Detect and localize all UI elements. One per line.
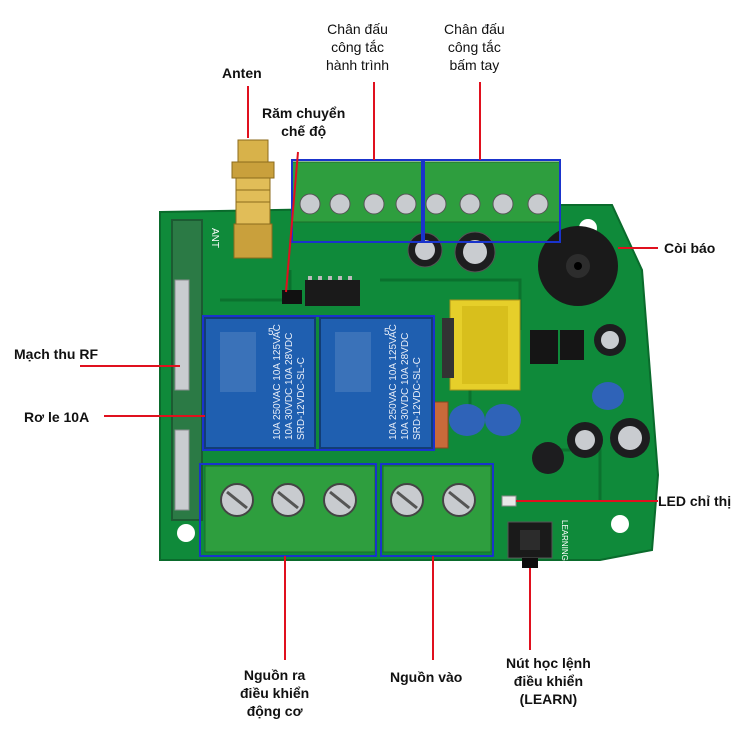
learning-silkscreen: LEARNING — [560, 520, 569, 561]
mount-hole — [611, 515, 629, 533]
label-push-button-line: bấm tay — [449, 57, 500, 73]
label-output-power-line: động cơ — [246, 703, 303, 719]
ceramic-capacitor — [449, 404, 485, 436]
label-buzzer: Còi báo — [664, 239, 715, 257]
label-push-button-line: công tắc — [447, 39, 501, 55]
label-push-button-line: Chân đấu — [444, 21, 505, 37]
label-rf-receiver: Mạch thu RF — [14, 345, 98, 363]
mount-hole — [177, 524, 195, 542]
label-learn-line: (LEARN) — [519, 691, 578, 707]
label-limit-switch-line: Chân đấu — [327, 21, 388, 37]
box-push-button — [423, 159, 561, 243]
label-learn-line: Nút học lệnh — [506, 655, 591, 671]
relay-1-pin: 5 — [268, 327, 274, 338]
antenna-connector — [231, 139, 275, 259]
label-rf-receiver-line: Mạch thu RF — [14, 346, 98, 362]
led — [501, 495, 517, 507]
regulator — [530, 330, 558, 364]
label-limit-switch-line: hành trình — [326, 57, 390, 73]
label-limit-switch-line: công tắc — [331, 39, 384, 55]
mode-jumper — [282, 290, 302, 304]
transformer — [442, 299, 521, 391]
relay-1 — [204, 317, 316, 449]
leader-mode-jumper — [285, 151, 299, 293]
ceramic-capacitor — [592, 382, 624, 410]
relay-2-pin: 5 — [384, 327, 390, 338]
label-mode-jumper-line: chế độ — [281, 123, 327, 139]
label-relay-line: Rơ le 10A — [24, 409, 90, 425]
label-input-power: Nguồn vào — [390, 668, 462, 686]
relay-2-rating-1: 10A 250VAC 10A 125VAC — [388, 324, 399, 440]
relay-2 — [319, 317, 433, 449]
relay-2-model: SRD-12VDC-SL-C — [412, 357, 423, 440]
label-antenna: Anten — [222, 64, 262, 82]
label-buzzer-line: Còi báo — [664, 240, 716, 256]
ic-chip — [305, 280, 360, 306]
label-limit-switch-terminal: Chân đấu công tắc hành trình — [326, 20, 389, 74]
label-output-power-line: điều khiển — [240, 685, 310, 701]
label-relay: Rơ le 10A — [24, 408, 89, 426]
bottom-terminals — [204, 465, 492, 553]
label-learn-line: điều khiển — [513, 673, 583, 689]
label-led-line: LED chỉ thị — [658, 493, 732, 509]
label-mode-jumper: Răm chuyển chế độ — [262, 104, 345, 140]
relay-2-rating-2: 10A 30VDC 10A 28VDC — [400, 333, 411, 440]
top-terminals — [291, 161, 561, 223]
relay-1-rating-2: 10A 30VDC 10A 28VDC — [284, 333, 295, 440]
box-output-terminal — [199, 463, 377, 557]
buzzer — [538, 226, 618, 306]
relay-1-model: SRD-12VDC-SL-C — [296, 357, 307, 440]
box-input-terminal — [380, 463, 494, 557]
label-mode-jumper-line: Răm chuyển — [262, 105, 346, 121]
label-output-power: Nguồn ra điều khiển động cơ — [240, 666, 309, 720]
label-learn-button: Nút học lệnh điều khiển (LEARN) — [506, 654, 591, 708]
ant-silkscreen: ANT — [209, 228, 220, 248]
label-antenna-line: Anten — [222, 65, 262, 81]
label-push-button-terminal: Chân đấu công tắc bấm tay — [444, 20, 505, 74]
capacitor — [532, 442, 564, 474]
label-input-power-line: Nguồn vào — [390, 669, 463, 685]
ceramic-capacitor — [485, 404, 521, 436]
relay-1-rating-1: 10A 250VAC 10A 125VAC — [272, 324, 283, 440]
box-relays — [202, 315, 435, 451]
label-output-power-line: Nguồn ra — [243, 667, 306, 683]
box-limit-switch — [291, 159, 423, 243]
regulator — [560, 330, 584, 360]
label-led: LED chỉ thị — [658, 492, 731, 510]
